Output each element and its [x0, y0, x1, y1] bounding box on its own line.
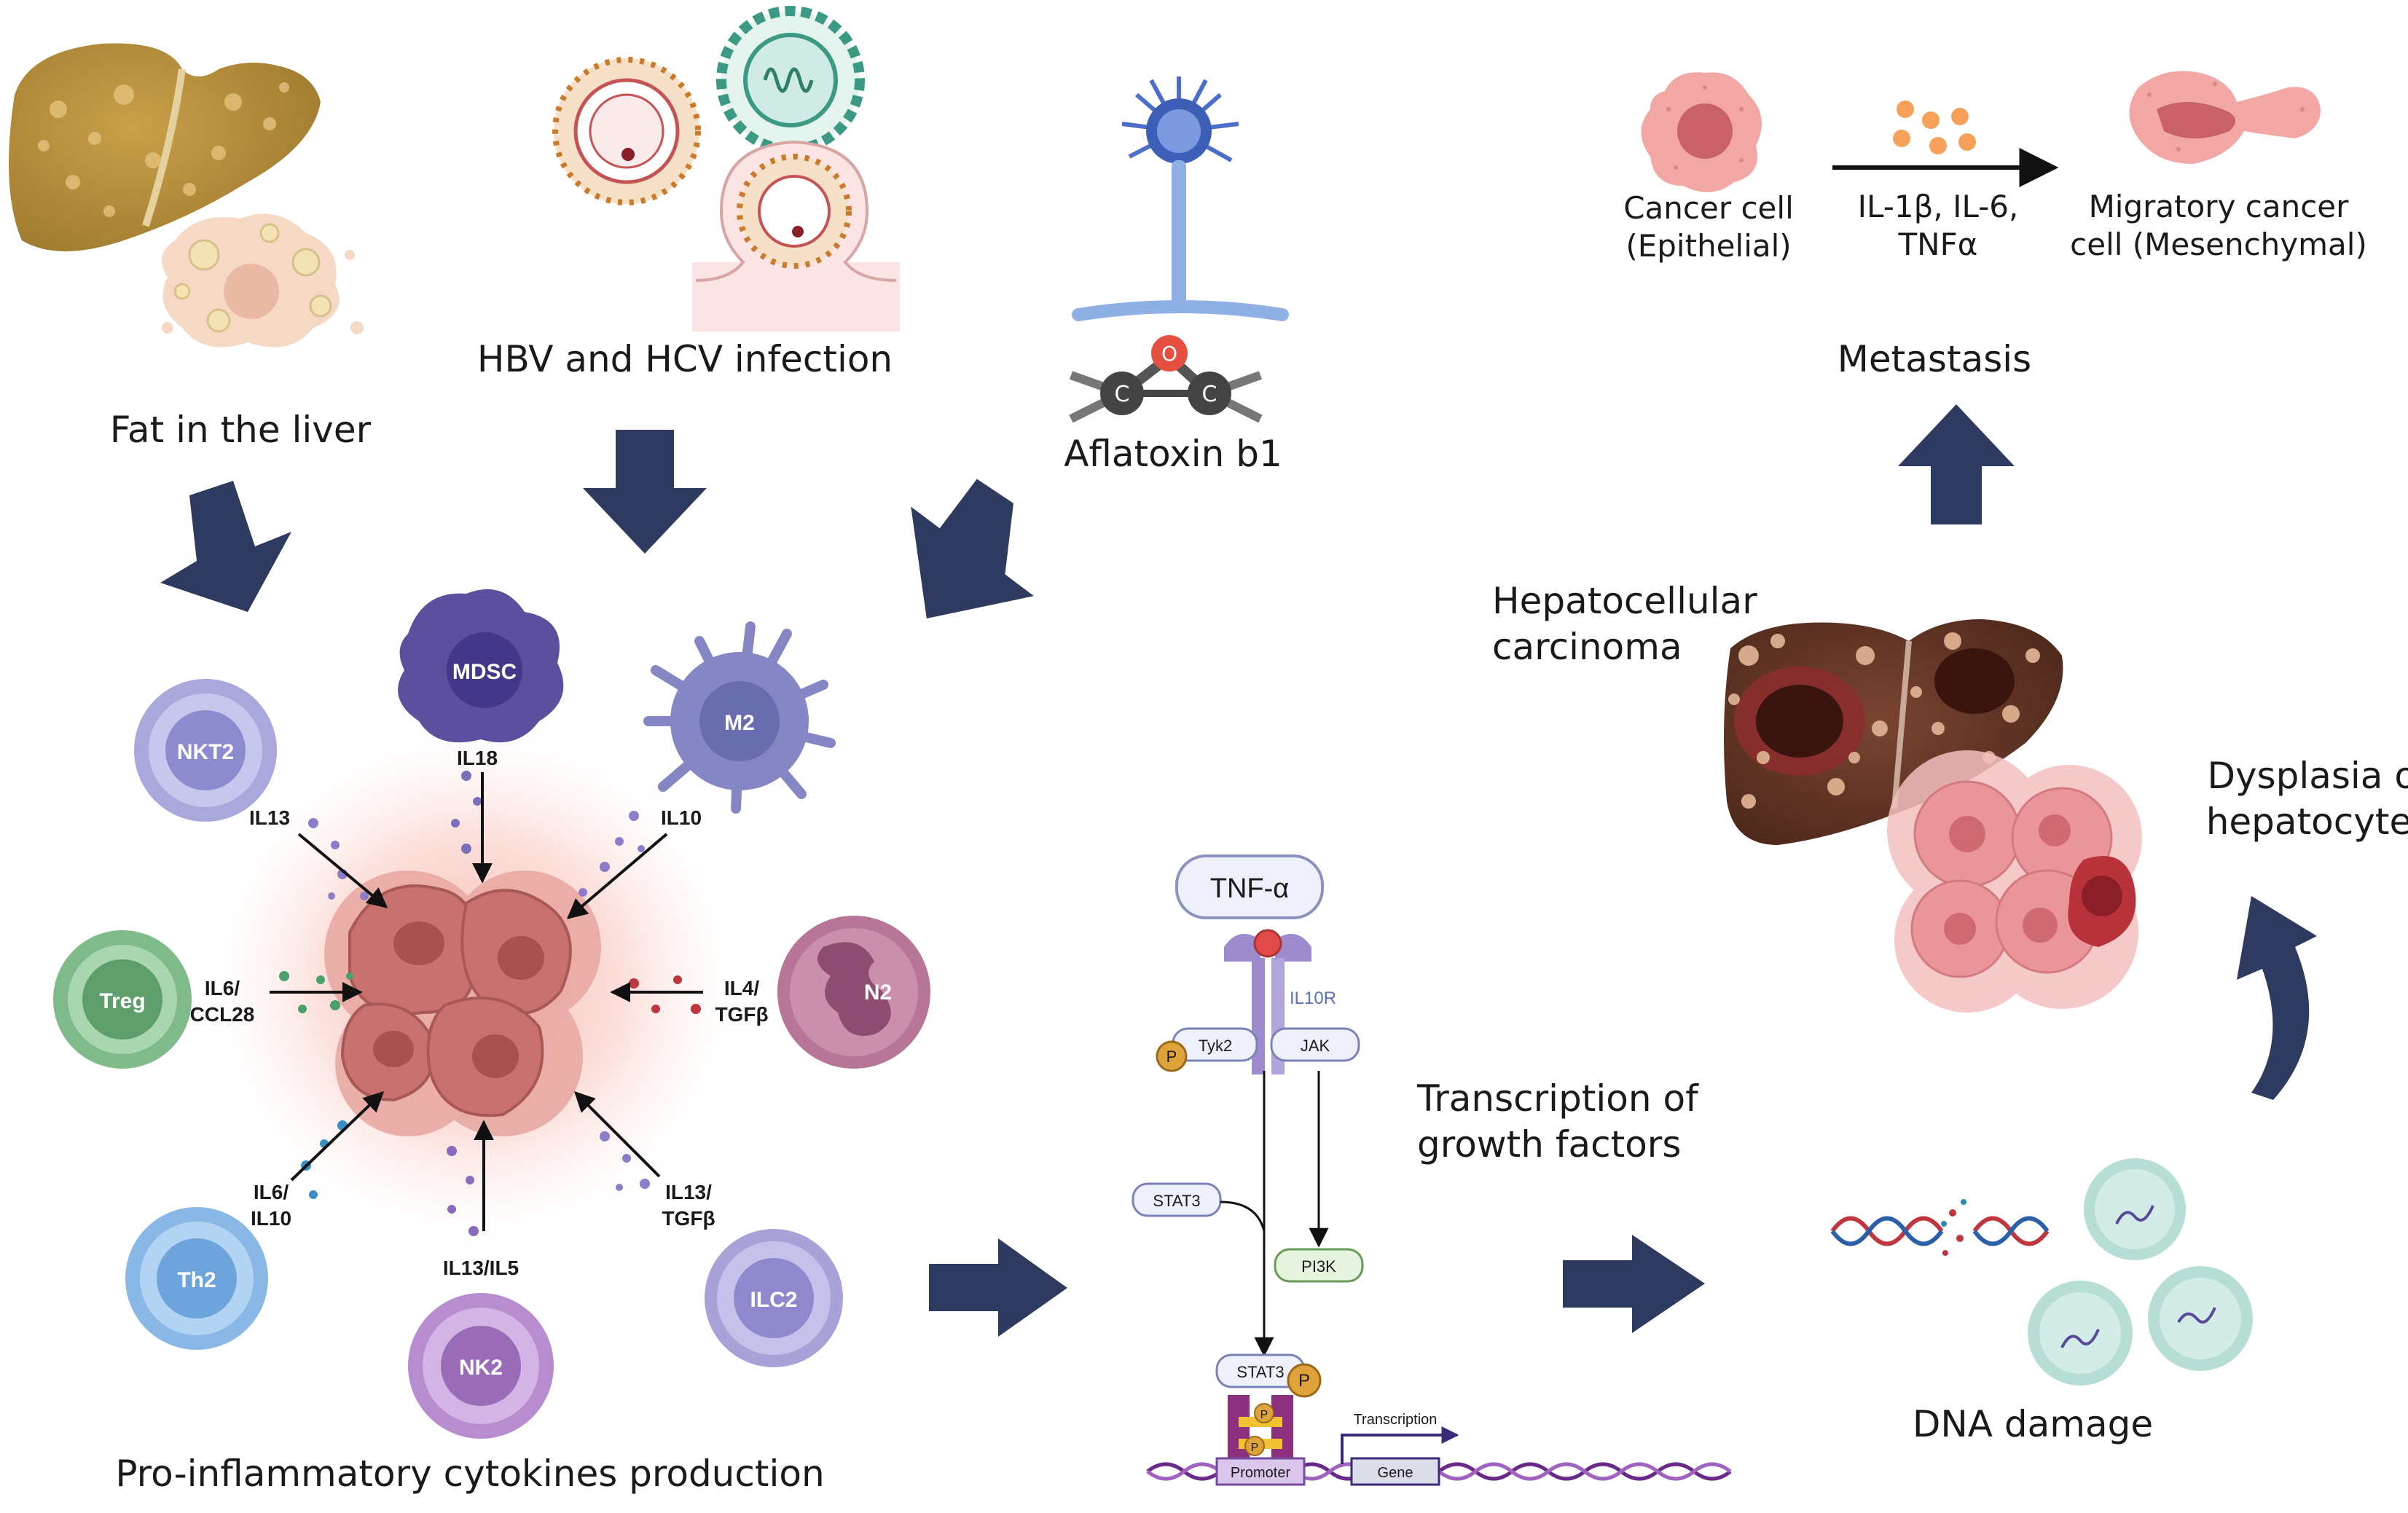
cytokine-il6-il10-a: IL6/ [254, 1181, 289, 1203]
pi3k-box [1274, 1248, 1364, 1283]
gene-box [1350, 1457, 1440, 1486]
stat3-label-a: STAT3 [1153, 1192, 1200, 1210]
arrow-m2 [566, 833, 668, 919]
cytokine-il13-top: IL13 [249, 806, 290, 829]
transcription-label: Transcription [1354, 1412, 1438, 1428]
epithelial-label-a: Cancer cell [1623, 190, 1794, 226]
tnf-alpha-label: TNF-α [1210, 873, 1290, 904]
aflatoxin-label: Aflatoxin b1 [1064, 433, 1282, 475]
phospho-dimer-b: P [1251, 1442, 1259, 1454]
cytokine-dots [279, 771, 701, 1236]
cytokine-il13-tgfb-a: IL13/ [665, 1181, 712, 1203]
mesenchymal-cancer-cell [2129, 71, 2321, 164]
hcc-label-b: carcinoma [1492, 626, 1682, 668]
immune-cell-ilc2: ILC2 [705, 1229, 843, 1367]
hbv-hcv-label: HBV and HCV infection [477, 338, 893, 380]
mesenchymal-label-a: Migratory cancer [2089, 189, 2350, 224]
dysplasia-label-a: Dysplasia of [2207, 755, 2408, 797]
arrow-hcc-to-metastasis [1898, 404, 2015, 524]
il10r-label: IL10R [1290, 989, 1336, 1008]
aflatoxin-molecule: O C C [1069, 335, 1263, 423]
dysplasia-label-b: hepatocytes [2206, 801, 2408, 843]
fat-in-liver-label: Fat in the liver [110, 409, 372, 451]
dna-damage-label: DNA damage [1913, 1403, 2153, 1445]
immune-cell-treg: Treg [53, 930, 192, 1069]
dysplastic-cell-cluster [1887, 750, 2142, 1013]
arrow-nkt2 [297, 833, 388, 908]
aspergillus-illustration [1072, 76, 1289, 321]
cell-label-nk2: NK2 [459, 1356, 503, 1380]
hcc-label-a: Hepatocellular [1492, 580, 1757, 622]
stat3-label-b: STAT3 [1236, 1363, 1284, 1381]
cytokine-dots-metastasis [1893, 101, 1976, 154]
promoter-box [1215, 1457, 1306, 1486]
cell-label-n2: N2 [864, 980, 892, 1005]
cell-label-ilc2: ILC2 [750, 1288, 797, 1312]
arrow-ilc2 [574, 1091, 661, 1178]
cytokine-il6-il10-b: IL10 [251, 1207, 291, 1230]
tnf-alpha-box [1175, 854, 1324, 919]
phospho-stat3: P [1298, 1371, 1310, 1391]
cell-label-m2: M2 [724, 711, 755, 735]
stat3-box-a [1132, 1182, 1222, 1217]
tumor-cluster [324, 871, 601, 1136]
immune-cell-nkt2: NKT2 [134, 679, 277, 822]
fatty-liver-illustration [9, 43, 364, 347]
cytokine-list-b: TNFα [1898, 227, 1978, 262]
jak-box [1270, 1027, 1360, 1062]
arrow-fat-to-cells [160, 481, 291, 612]
cytokine-il10-top: IL10 [661, 806, 702, 829]
epithelial-cancer-cell [1641, 72, 1762, 192]
immune-cell-nk2: NK2 [408, 1293, 554, 1439]
mesenchymal-label-b: cell (Mesenchymal) [2070, 227, 2367, 262]
cytokine-list-a: IL-1β, IL-6, [1858, 189, 2019, 224]
cytokine-il13-tgfb-b: TGFβ [662, 1207, 715, 1230]
phospho-dimer-a: P [1260, 1409, 1268, 1421]
arrow-aflatoxin-to-cells [911, 479, 1034, 618]
promoter-label: Promoter [1231, 1465, 1291, 1481]
cytokine-arrows [270, 772, 703, 1231]
virus-illustration [552, 6, 900, 331]
cell-label-th2: Th2 [177, 1268, 216, 1292]
atom-c-right: C [1202, 382, 1217, 407]
immune-cell-m2: M2 [643, 621, 836, 814]
immune-cell-th2: Th2 [125, 1207, 268, 1350]
cytokine-il6-ccl28-a: IL6/ [205, 977, 240, 999]
cytokine-il13-il5: IL13/IL5 [443, 1257, 519, 1279]
phospho-tyk2: P [1166, 1048, 1177, 1066]
immune-cell-n2: N2 [777, 916, 930, 1069]
cell-label-mdsc: MDSC [452, 660, 517, 684]
metastasis-title: Metastasis [1838, 338, 2031, 380]
epithelial-label-b: (Epithelial) [1625, 228, 1791, 264]
arrow-dna-to-dysplasia [2237, 896, 2317, 1100]
growth-factors-label-b: growth factors [1417, 1123, 1681, 1166]
tyk2-label: Tyk2 [1199, 1037, 1232, 1055]
pi3k-label: PI3K [1301, 1257, 1336, 1276]
signaling-pathway: TNF-α IL10R Tyk2 JAK P STAT3 PI3K STAT3 … [1132, 854, 1732, 1486]
cell-label-treg: Treg [99, 989, 145, 1013]
immune-cell-mdsc: MDSC [398, 589, 564, 743]
atom-c-left: C [1115, 382, 1130, 407]
cytokine-il18: IL18 [457, 747, 498, 769]
cytokine-il6-ccl28-b: CCL28 [190, 1003, 255, 1026]
arrow-virus-to-cells [583, 430, 707, 554]
arrow-th2 [290, 1091, 385, 1182]
growth-factors-label-a: Transcription of [1416, 1077, 1699, 1120]
cytokine-labels: IL18 IL13 IL10 IL6/ CCL28 IL4/ TGFβ IL6/… [190, 747, 769, 1279]
hcc-liver-illustration [1724, 619, 2063, 845]
flow-arrows [160, 404, 2317, 1337]
cytokine-il4-tgfb-b: TGFβ [715, 1003, 768, 1026]
arrow-cells-to-pathway [929, 1238, 1067, 1337]
atom-o: O [1161, 342, 1177, 366]
arrow-pathway-to-dna [1563, 1235, 1705, 1333]
cytokine-il4-tgfb-a: IL4/ [724, 977, 759, 999]
metastasis-panel: Cancer cell (Epithelial) IL-1β, IL-6, TN… [1623, 71, 2367, 380]
gene-label: Gene [1378, 1465, 1413, 1481]
cell-label-nkt2: NKT2 [177, 740, 234, 764]
dna-damage-illustration [1830, 1158, 2253, 1386]
pro-inflammatory-label: Pro-inflammatory cytokines production [115, 1453, 824, 1495]
jak-label: JAK [1301, 1037, 1330, 1055]
